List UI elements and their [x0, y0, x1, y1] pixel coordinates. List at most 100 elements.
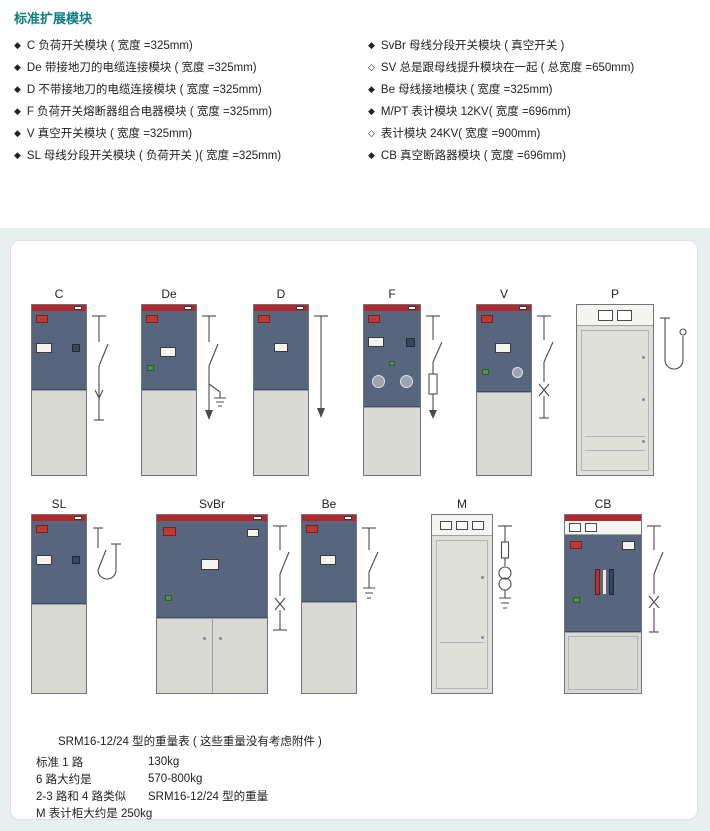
bullet-list-left: ◆ C 负荷开关模块 ( 宽度 =325mm) ◆ De 带接地刀的电缆连接模块 (… [14, 34, 359, 166]
bullet-text: F 负荷开关熔断器组合电器模块 ( 宽度 =325mm) [26, 106, 272, 118]
cabinet-stripe [477, 305, 531, 311]
diagram-section: C De [0, 228, 710, 831]
bullet-text: D 不带接地刀的电缆连接模块 ( 宽度 =325mm) [26, 84, 262, 96]
bullet-item: ◆ D 不带接地刀的电缆连接模块 ( 宽度 =325mm) [14, 78, 359, 100]
nameplate [184, 306, 192, 310]
weight-value: 130kg [148, 755, 180, 768]
cabinet-lower [32, 604, 86, 693]
cabinet-body [432, 536, 492, 693]
circuit-symbol-f [426, 315, 443, 419]
weight-table: SRM16-12/24 型的重量表 ( 这些重量没有考虑附件 ) 标准 1 路 … [36, 733, 322, 821]
component-bar [602, 569, 607, 595]
meter-band [432, 515, 492, 536]
fuse-window [372, 375, 385, 388]
interlock-box [36, 555, 52, 565]
module-label: V [499, 287, 508, 301]
bullet-item: ◆SL 母线分段开关模块 ( 负荷开关 )( 宽度 =325mm) [14, 144, 359, 166]
cabinet-upper [142, 311, 196, 390]
interlock-box [160, 347, 176, 357]
module-label: M [457, 497, 467, 511]
module-p: P [576, 287, 690, 476]
cabinet-lower [477, 392, 531, 475]
bullet-text: C 负荷开关模块 ( 宽度 =325mm) [26, 40, 193, 52]
handle-dot [203, 637, 206, 640]
cabinet-lower [302, 602, 356, 693]
cabinet-front [301, 514, 357, 694]
bullet-item: ◇SV 总是跟母线提升模块在一起 ( 总宽度 =650mm) [368, 56, 703, 78]
bullet-item: ◆ C 负荷开关模块 ( 宽度 =325mm) [14, 34, 359, 56]
bullet-item: ◆ V 真空开关模块 ( 宽度 =325mm) [14, 122, 359, 144]
module-d: D [253, 287, 345, 476]
hinge-dot [481, 636, 484, 639]
nameplate [74, 516, 82, 520]
cabinet-upper [477, 311, 531, 392]
lamp-box [573, 597, 580, 603]
door-outline [581, 330, 649, 471]
module-label: De [161, 287, 177, 301]
weight-value: 570-800kg [148, 772, 203, 785]
module-label: P [610, 287, 619, 301]
handle-box [72, 556, 80, 564]
cabinet-lower [364, 407, 420, 475]
diamond-icon: ◆ [368, 105, 375, 116]
module-f: F [363, 287, 457, 476]
meter-box [617, 309, 632, 321]
diamond-icon: ◆ [14, 83, 21, 94]
weight-label: 6 路大约是 [36, 773, 92, 786]
indicator-box [368, 315, 380, 323]
cabinet-upper [32, 521, 86, 604]
nameplate [253, 516, 262, 520]
cabinet-stripe [157, 515, 267, 521]
interlock-box [274, 343, 288, 352]
cabinet-stripe [565, 515, 641, 521]
diamond-icon: ◆ [14, 39, 21, 50]
module-label: D [276, 287, 286, 301]
cabinet-front [253, 304, 309, 476]
bullet-text: V 真空开关模块 ( 宽度 =325mm) [26, 128, 193, 140]
module-de: De [141, 287, 233, 476]
bullet-text: SvBr 母线分段开关模块 ( 真空开关 ) [380, 40, 565, 52]
bullet-item: ◆M/PT 表计模块 12KV( 宽度 =696mm) [368, 100, 703, 122]
circuit-symbol-svbr [273, 525, 290, 631]
weight-label: 2-3 路和 4 路类似 [36, 790, 127, 803]
cabinet-front [31, 304, 87, 476]
diamond-icon: ◆ [14, 149, 21, 160]
door-outline [568, 636, 638, 690]
meter-box [456, 520, 468, 530]
lamp-box [389, 361, 395, 366]
cabinet-front [576, 304, 654, 476]
circuit-symbol-sl [93, 527, 121, 580]
module-label: SL [51, 497, 67, 511]
module-label: F [388, 287, 396, 301]
diamond-icon: ◆ [14, 127, 21, 138]
lamp-box [147, 365, 154, 371]
cabinet-stripe [302, 515, 356, 521]
circuit-symbol-p [660, 317, 687, 370]
circuit-symbol-d [314, 315, 328, 418]
cabinet-upper [565, 535, 641, 632]
cabinet-lower [142, 390, 196, 475]
weight-value: SRM16-12/24 型的重量 [148, 790, 269, 803]
hinge-dot [481, 576, 484, 579]
cabinet-front [156, 514, 268, 694]
meter-box [472, 520, 484, 530]
cabinet-lower [565, 632, 641, 693]
indicator-box [481, 315, 493, 323]
diamond-icon: ◆ [368, 149, 375, 160]
cabinet-stripe [32, 305, 86, 311]
bullet-text: De 带接地刀的电缆连接模块 ( 宽度 =325mm) [26, 62, 257, 74]
module-label: SvBr [198, 497, 225, 511]
handle-box [406, 338, 415, 347]
hinge-dot [642, 398, 645, 401]
diamond-icon: ◆ [368, 83, 375, 94]
cabinet-front [31, 514, 87, 694]
module-v: V [476, 287, 568, 476]
lamp-box [482, 369, 489, 375]
circuit-symbol-cb [647, 525, 664, 633]
cabinet-stripe [364, 305, 420, 311]
interlock-box [36, 343, 52, 353]
diamond-icon: ◆ [14, 105, 21, 116]
relay-box [247, 529, 259, 537]
diamond-icon: ◆ [368, 39, 375, 50]
handle-dot [219, 637, 222, 640]
